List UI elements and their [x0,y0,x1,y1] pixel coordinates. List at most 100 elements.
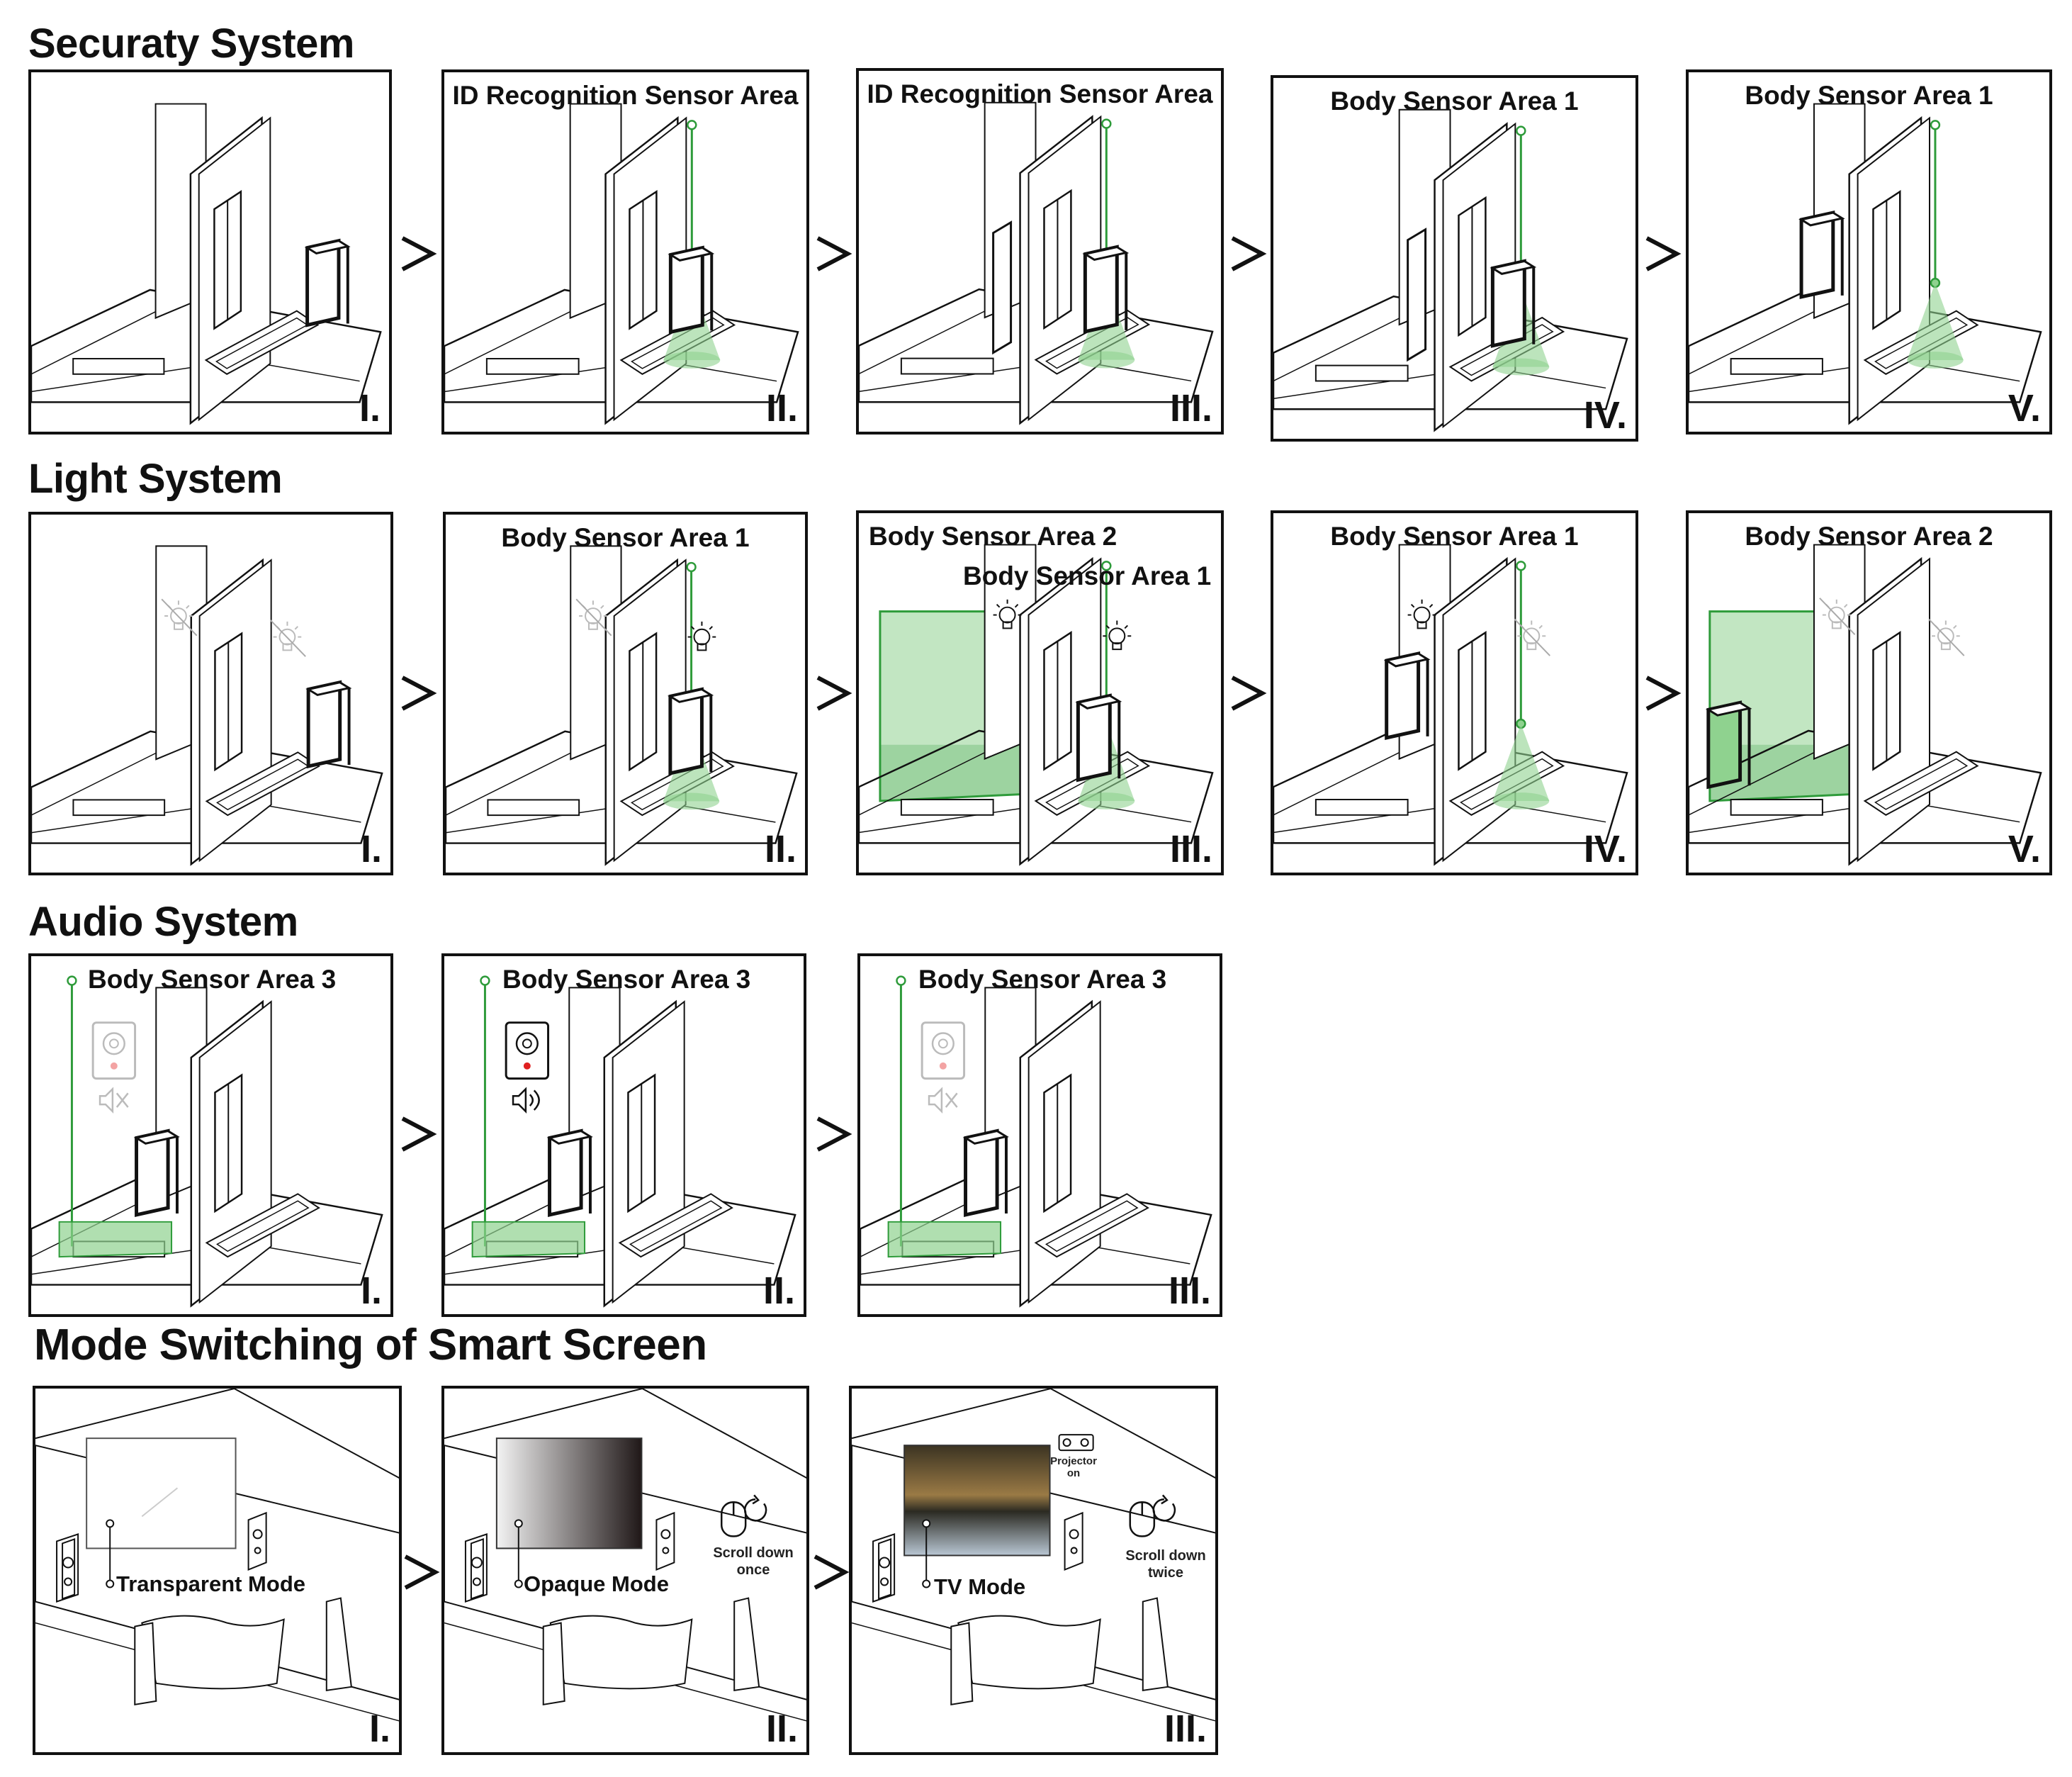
bench [900,357,994,375]
bench [487,799,580,817]
panel-label: ID Recognition Sensor Area [867,79,1213,108]
door [1872,631,1901,771]
panel-numeral: II. [764,828,796,870]
light-panel-4: Body Sensor Area 1 IV. [1271,510,1638,875]
light-bulb-icon [1407,599,1436,629]
door [1043,1073,1072,1213]
panel-label: Body Sensor Area 3 [88,965,337,994]
panel-scene [860,975,1212,1308]
arrow-right-icon [816,236,852,271]
floor-slab [446,730,798,844]
door [629,190,658,330]
floor-slab [1273,729,1628,844]
panel-numeral: V. [2008,828,2041,870]
panel-scene [444,975,796,1308]
person-box [304,238,351,327]
projector-label: Projector on [1050,1455,1097,1479]
bench [1314,799,1409,816]
person-box [962,1128,1009,1218]
panel-numeral: V. [2008,387,2041,430]
panel-label: Body Sensor Area 3 [502,965,751,994]
person-box [133,1128,180,1218]
refresh-icon [1152,1494,1176,1522]
room-floor [444,1445,806,1700]
mouse-icon [720,1501,747,1537]
panel-numeral: III. [1169,387,1212,430]
chair [134,1622,157,1706]
panel-numeral: III. [1168,1269,1211,1312]
floor-slab [859,288,1214,403]
mode-label: Opaque Mode [524,1571,669,1596]
floor-slab [31,730,383,844]
bench [1730,799,1823,816]
person-box [668,245,715,335]
panel-numeral: I. [359,387,381,430]
panel-scene [31,545,383,866]
speaker-icon [920,1021,966,1080]
panel-scene [1689,544,2042,866]
panel-numeral: IV. [1583,394,1627,437]
speaker-icon [464,1533,488,1603]
room-floor [35,1445,399,1700]
floor-slab [1689,288,2042,403]
floor-slab [1273,295,1628,410]
chair [542,1622,565,1706]
panel-label: ID Recognition Sensor Area [452,81,799,110]
mode-label: TV Mode [934,1574,1026,1599]
light-panel-2: Body Sensor Area 1 II. [443,512,808,875]
light-panel-3: Body Sensor Area 2 Body Sensor Area 1 II… [856,510,1224,875]
projector-icon [1058,1434,1094,1452]
panel-label: Body Sensor Area 2 [1745,522,1993,551]
section-title-light: Light System [28,456,283,502]
section-title-audio: Audio System [28,899,298,945]
speaker-icon [56,1533,79,1603]
arrow-right-icon [816,676,852,711]
panel-label: Body Sensor Area 1 [1745,81,1993,110]
person-box [1082,245,1130,334]
arrow-right-icon [1645,236,1682,271]
bathtub [1034,1193,1149,1258]
person-box [667,687,714,776]
panel-label-secondary: Body Sensor Area 1 [963,561,1212,590]
light-bulb-icon [1819,598,1856,635]
light-bulb-icon [269,620,306,657]
arrow-right-icon [404,1554,440,1590]
bench [485,358,580,375]
mute-icon [98,1087,129,1114]
bathtub [204,310,320,375]
light-bulb-icon [687,621,716,651]
screen-panel-3: TV Mode Scroll down twice Projector on I… [849,1386,1218,1755]
speaker-icon [247,1511,267,1571]
panel-label: Body Sensor Area 2 [869,522,1117,551]
screen-panel-1: Transparent Mode I. [33,1386,402,1755]
panel-scene [31,975,383,1308]
panel-numeral: II. [765,1708,798,1750]
sensor-area-3 [471,1221,586,1258]
arrow-right-icon [816,1116,852,1152]
door [214,1073,243,1213]
arrow-right-icon [1231,236,1267,271]
panel-scene [859,101,1214,425]
bench [1730,358,1823,375]
arrow-right-icon [401,676,437,711]
speaker-icon [655,1511,675,1571]
bench [72,799,166,817]
sensor-cone [1907,283,1964,360]
floor-slab [1689,729,2042,844]
panel-numeral: I. [368,1708,390,1750]
bench [900,799,994,816]
panel-label: Body Sensor Area 1 [501,523,750,552]
chair [325,1597,352,1691]
section-title-screen: Mode Switching of Smart Screen [34,1321,707,1369]
security-panel-2: ID Recognition Sensor Area II. [441,69,809,435]
bathtub [618,1193,733,1258]
floor-slab [31,1172,383,1286]
mouse-icon [1129,1501,1156,1537]
floor-slab [860,1172,1212,1286]
door [1458,631,1487,771]
panel-numeral: III. [1164,1708,1207,1750]
panel-scene [35,1389,399,1722]
security-panel-3: ID Recognition Sensor Area III. [856,68,1224,435]
panel-label: Body Sensor Area 3 [918,965,1167,994]
panel-numeral: II. [765,387,798,430]
